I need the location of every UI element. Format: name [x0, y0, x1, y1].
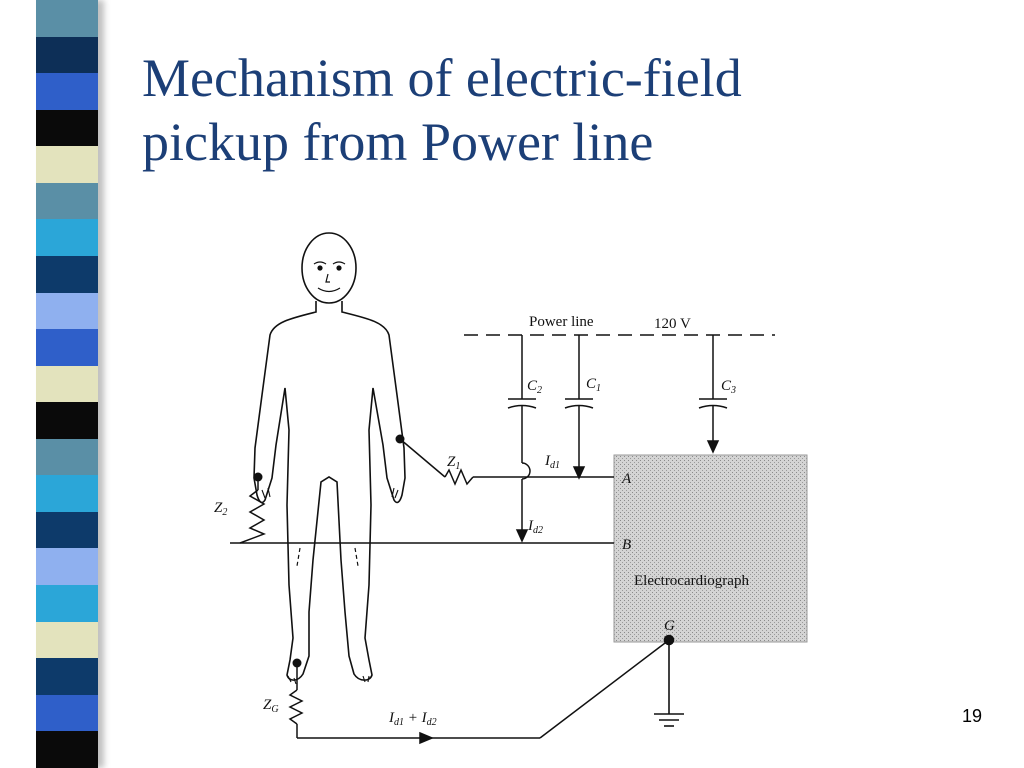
- capacitor-c3: [698, 335, 728, 454]
- stripe-segment: [36, 109, 98, 147]
- stripe-segment: [36, 146, 98, 183]
- stripe-segment: [36, 73, 98, 110]
- c1-label: C1: [586, 376, 601, 394]
- stripe-segment: [36, 255, 98, 293]
- stripe-segment: [36, 36, 98, 74]
- toe-marks: [287, 675, 370, 685]
- stripe-segment: [36, 731, 98, 768]
- terminal-g-label: G: [664, 618, 675, 634]
- stripe-segment: [36, 694, 98, 732]
- stripe-segment: [36, 658, 98, 695]
- terminal-b-label: B: [622, 537, 631, 553]
- id2-label: Id2: [527, 518, 543, 536]
- voltage-label: 120 V: [654, 316, 691, 332]
- zg-label: ZG: [263, 697, 279, 715]
- arm-electrode: [395, 434, 405, 444]
- stripe-segment: [36, 402, 98, 439]
- stripe-segment: [36, 219, 98, 256]
- id1-label: Id1: [544, 453, 560, 471]
- stripe-segment: [36, 621, 98, 659]
- stripe-segment: [36, 475, 98, 512]
- head-outline: [301, 232, 357, 304]
- current-sum-label: Id1 + Id2: [388, 710, 437, 728]
- stripe-segment: [36, 182, 98, 220]
- stripe-segment: [36, 511, 98, 549]
- foot-electrode: [292, 658, 302, 668]
- capacitor-c2: [507, 335, 537, 543]
- z1-label: Z1: [447, 454, 460, 472]
- electrocardiograph-box: [613, 454, 808, 643]
- stripe-segment: [36, 329, 98, 366]
- electrode-wire-zg: [288, 639, 670, 745]
- stripe-segment: [36, 438, 98, 476]
- stripe-segment: [36, 292, 98, 330]
- stripe-segment: [36, 0, 98, 37]
- c2-label: C2: [527, 378, 542, 396]
- decorative-stripe-bar: [36, 0, 98, 768]
- terminal-a-label: A: [621, 471, 632, 487]
- slide-title-line-2: pickup from Power line: [142, 112, 654, 172]
- electrode-wire-z1: [399, 438, 614, 486]
- stripe-segment: [36, 548, 98, 585]
- ground-symbol: [654, 634, 684, 727]
- stripe-segment: [36, 365, 98, 403]
- slide-title-line-1: Mechanism of electric-field: [142, 48, 742, 108]
- body-outline: [253, 301, 406, 681]
- c3-label: C3: [721, 378, 736, 396]
- slide-title: Mechanism of electric-field pickup from …: [142, 46, 962, 174]
- capacitor-c1: [564, 335, 594, 480]
- knee-marks: [296, 547, 359, 567]
- hand-electrode: [253, 472, 263, 482]
- page-number: 19: [962, 706, 983, 726]
- electrocardiograph-label: Electrocardiograph: [634, 573, 749, 589]
- face: [313, 261, 346, 293]
- z2-label: Z2: [214, 500, 227, 518]
- human-body-figure: [253, 232, 406, 685]
- finger-marks: [261, 487, 399, 499]
- stripe-segment: [36, 585, 98, 622]
- power-line-label: Power line: [529, 314, 594, 330]
